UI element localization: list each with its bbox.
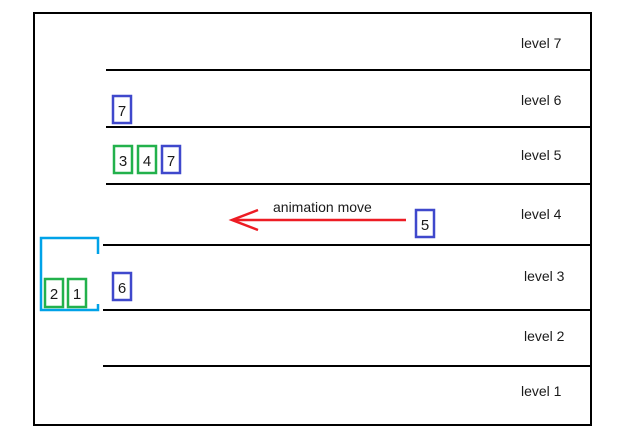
elevator-car	[39, 236, 100, 312]
passenger-box: 6	[111, 271, 133, 302]
elevator-passenger-box: 1	[66, 277, 88, 309]
level-label: level 6	[521, 92, 562, 108]
passenger-box: 4	[136, 144, 158, 175]
building-frame	[33, 12, 592, 426]
svg-text:1: 1	[73, 286, 81, 303]
svg-text:5: 5	[421, 217, 429, 234]
passenger-box: 5	[414, 208, 436, 239]
svg-text:7: 7	[167, 153, 175, 170]
svg-text:6: 6	[118, 280, 126, 297]
svg-text:2: 2	[50, 286, 58, 303]
elevator-passenger-box: 2	[43, 277, 65, 309]
level-label: level 5	[521, 147, 562, 163]
passenger-box: 7	[160, 144, 182, 175]
svg-text:4: 4	[143, 153, 151, 170]
level-label: level 2	[524, 328, 565, 344]
level-label: level 3	[524, 268, 565, 284]
svg-text:3: 3	[119, 153, 127, 170]
passenger-box: 3	[112, 144, 134, 175]
animation-arrow	[228, 208, 406, 232]
level-label: level 4	[521, 206, 562, 222]
svg-text:7: 7	[118, 103, 126, 120]
passenger-box: 7	[111, 94, 133, 125]
level-label: level 1	[521, 383, 562, 399]
level-label: level 7	[521, 35, 562, 51]
animation-label: animation move	[273, 199, 372, 215]
